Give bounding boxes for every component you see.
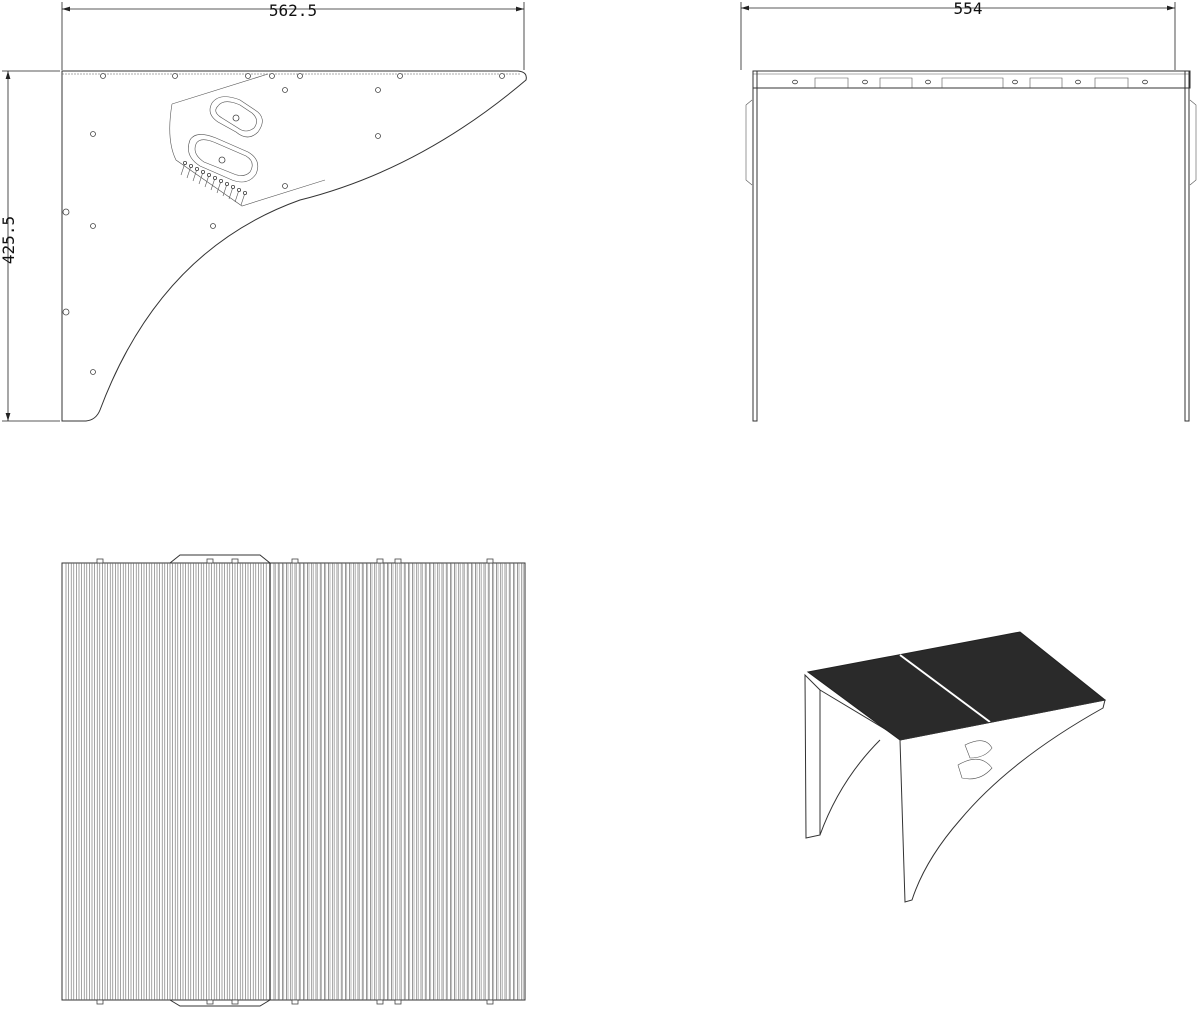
scale-tick xyxy=(210,177,216,191)
rail-tab xyxy=(1029,77,1063,88)
scale-mark xyxy=(224,181,229,186)
edge-clip xyxy=(291,999,299,1005)
scale-tick xyxy=(180,162,186,176)
rail-hole xyxy=(925,79,931,85)
width-dimension-label: 562.5 xyxy=(269,1,317,20)
mounting-hole xyxy=(282,183,288,189)
scale-mark xyxy=(206,172,211,177)
edge-clip xyxy=(486,558,494,564)
edge-clip xyxy=(376,558,384,564)
ribbed-top-surface xyxy=(806,631,1107,741)
edge-clip xyxy=(96,558,104,564)
rail-hole xyxy=(862,79,868,85)
scale-mark xyxy=(194,166,199,171)
scale-mark xyxy=(236,187,241,192)
top-rail xyxy=(752,70,1191,89)
mounting-hole xyxy=(100,73,106,79)
right-leg xyxy=(1184,70,1190,422)
scale-tick xyxy=(192,168,198,182)
scale-tick xyxy=(222,183,228,197)
rail-tab xyxy=(941,77,1004,88)
scale-tick xyxy=(228,186,234,200)
edge-clip xyxy=(291,558,299,564)
side-view: 562.5 425.5 xyxy=(0,1,527,422)
scale-tick xyxy=(240,192,246,206)
edge-clip xyxy=(486,999,494,1005)
adjustment-slot-upper xyxy=(209,96,263,138)
mounting-hole xyxy=(499,73,505,79)
scale-mark xyxy=(230,184,235,189)
isometric-view xyxy=(804,631,1107,903)
ribbed-top-panel xyxy=(61,562,526,1001)
rail-tab xyxy=(1094,77,1129,88)
scale-tick xyxy=(234,189,240,203)
edge-clip xyxy=(394,558,402,564)
rail-tab xyxy=(879,77,913,88)
scale-tick xyxy=(216,180,222,194)
edge-clip xyxy=(96,999,104,1005)
width-dimension-label: 554 xyxy=(954,0,983,18)
pivot-hole xyxy=(62,308,70,316)
front-side-panel xyxy=(899,699,1106,903)
scale-mark xyxy=(200,169,205,174)
mounting-hole xyxy=(269,73,275,79)
adjustment-slot-lower xyxy=(188,134,259,183)
mounting-hole xyxy=(210,223,216,229)
panel-split xyxy=(899,654,991,723)
edge-clip xyxy=(394,999,402,1005)
scale-tick xyxy=(204,174,210,188)
mounting-hole xyxy=(90,131,96,137)
mounting-hole xyxy=(375,133,381,139)
rail-hole xyxy=(1142,79,1148,85)
edge-clip xyxy=(206,558,214,564)
hinge-bracket xyxy=(169,554,271,1007)
rail-hole xyxy=(1075,79,1081,85)
mounting-hole xyxy=(90,369,96,375)
mounting-hole xyxy=(282,87,288,93)
angle-scale xyxy=(180,160,247,206)
scale-mark xyxy=(242,190,247,195)
mounting-hole xyxy=(397,73,403,79)
rail-hole xyxy=(1012,79,1018,85)
left-leg xyxy=(752,70,758,422)
mounting-hole xyxy=(297,73,303,79)
bracket-plate-outline xyxy=(61,70,527,422)
mounting-hole xyxy=(245,73,251,79)
rail-tab xyxy=(814,77,849,88)
recessed-panel xyxy=(169,73,326,207)
front-view: 554 xyxy=(740,0,1197,422)
adjustment-slots xyxy=(957,740,993,780)
rail-hole xyxy=(792,79,798,85)
edge-clip xyxy=(231,999,239,1005)
edge-clip xyxy=(206,999,214,1005)
height-dimension-label: 425.5 xyxy=(0,216,18,264)
mounting-hole xyxy=(90,223,96,229)
scale-mark xyxy=(212,175,217,180)
mounting-hole xyxy=(375,87,381,93)
pivot-hole xyxy=(62,208,70,216)
mounting-hole xyxy=(172,73,178,79)
scale-mark xyxy=(218,178,223,183)
scale-mark xyxy=(188,163,193,168)
scale-tick xyxy=(198,171,204,185)
edge-clip xyxy=(376,999,384,1005)
edge-clip xyxy=(231,558,239,564)
top-view xyxy=(61,554,526,1007)
scale-tick xyxy=(186,165,192,179)
scale-mark xyxy=(182,160,187,165)
